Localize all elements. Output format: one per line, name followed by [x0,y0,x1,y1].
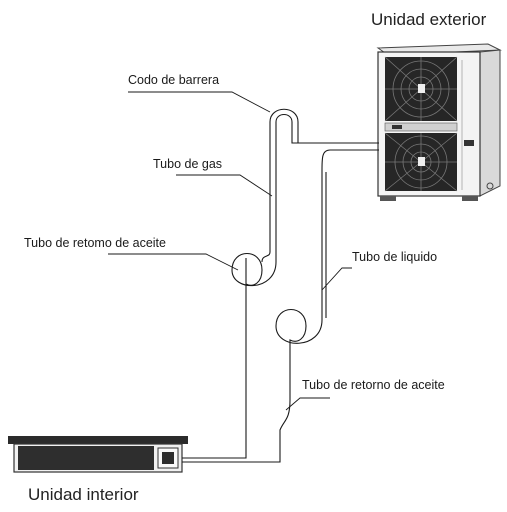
indoor-unit [8,436,188,473]
liquid-pipe-label: Tubo de liquido [352,250,438,264]
oil-return-bottom-label: Tubo de retorno de aceite [302,378,445,392]
barrier-elbow-label: Codo de barrera [128,73,220,87]
piping [182,108,379,463]
outdoor-unit [376,43,502,201]
indoor-unit-label: Unidad interior [28,485,139,504]
outdoor-unit-label: Unidad exterior [371,10,487,29]
gas-pipe-line [182,113,379,459]
oil-return-top-label: Tubo de retomo de aceite [24,236,166,250]
leader-lines [108,91,352,411]
liquid-pipe-line [182,149,379,463]
gas-pipe-label: Tubo de gas [153,157,223,171]
